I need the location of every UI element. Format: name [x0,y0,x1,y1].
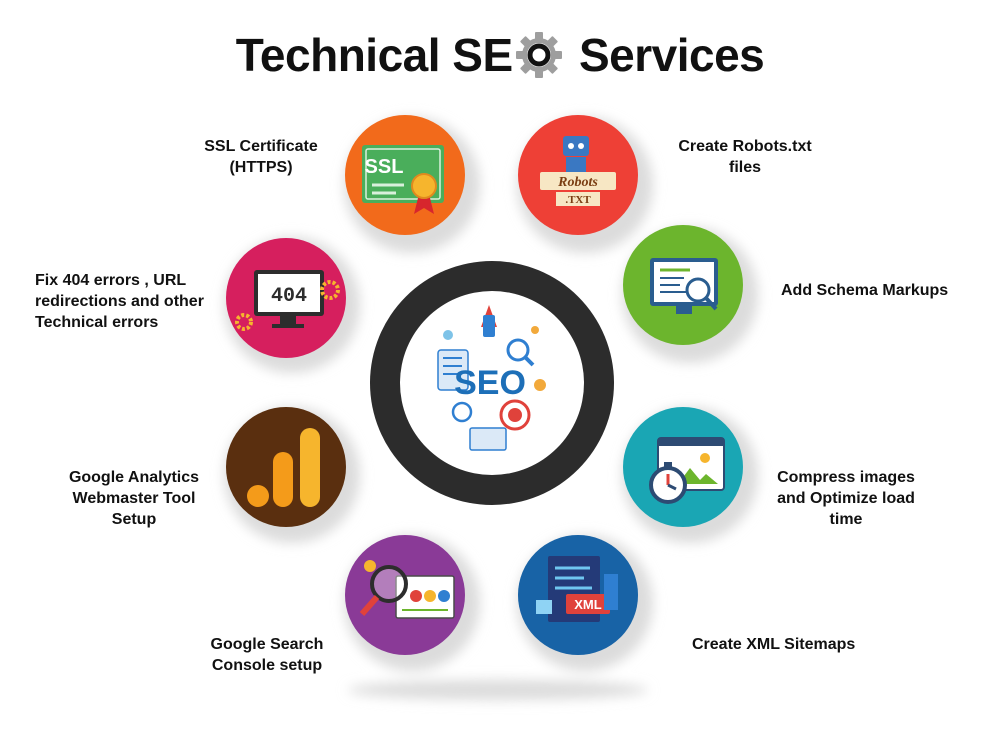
page-title: Technical SE Services [0,28,1000,82]
certificate-icon: SSL [362,145,444,214]
service-fix-404: 404 [226,238,346,358]
label-ssl-certificate: SSL Certificate (HTTPS) [204,138,318,176]
service-schema-markup [623,225,743,345]
service-robots-txt: Robots .TXT [518,115,638,235]
xml-code-icon: XML [536,556,618,622]
service-xml-sitemap: XML [518,535,638,655]
magnifier-chart-icon [359,560,455,619]
404-icon-text: 404 [271,285,307,308]
service-google-analytics [226,407,346,527]
monitor-404-icon: 404 [235,270,340,331]
title-after: Services [578,29,765,81]
label-google-analytics: Google Analytics Webmaster Tool Setup [68,469,200,528]
label-compress-images: Compress images and Optimize load time [777,469,915,528]
center-seo-text: SEO [454,364,526,402]
service-search-console [345,535,465,655]
label-search-console: Google Search Console setup [210,636,324,674]
monitor-search-icon [650,258,718,314]
service-compress-images [623,407,743,527]
image-stopwatch-icon [649,437,725,504]
service-ssl-certificate: SSL [345,115,465,235]
ssl-icon-text: SSL [365,156,404,178]
robots-icon-text: Robots [557,175,598,190]
analytics-bars-icon [247,428,320,507]
label-xml-sitemap: Create XML Sitemaps [692,636,856,653]
robots-icon-subtext: .TXT [565,194,591,206]
title-before: Technical SE [235,29,513,81]
label-robots-txt: Create Robots.txt files [678,138,812,176]
robot-icon: Robots .TXT [540,136,616,206]
label-fix-404: Fix 404 errors , URL redirections and ot… [35,272,204,331]
center-illustration: SEO [437,305,546,451]
gear-o-icon [515,31,563,79]
xml-icon-text: XML [574,597,602,612]
label-schema-markup: Add Schema Markups [781,282,949,299]
center-hub: SEO [370,261,614,505]
